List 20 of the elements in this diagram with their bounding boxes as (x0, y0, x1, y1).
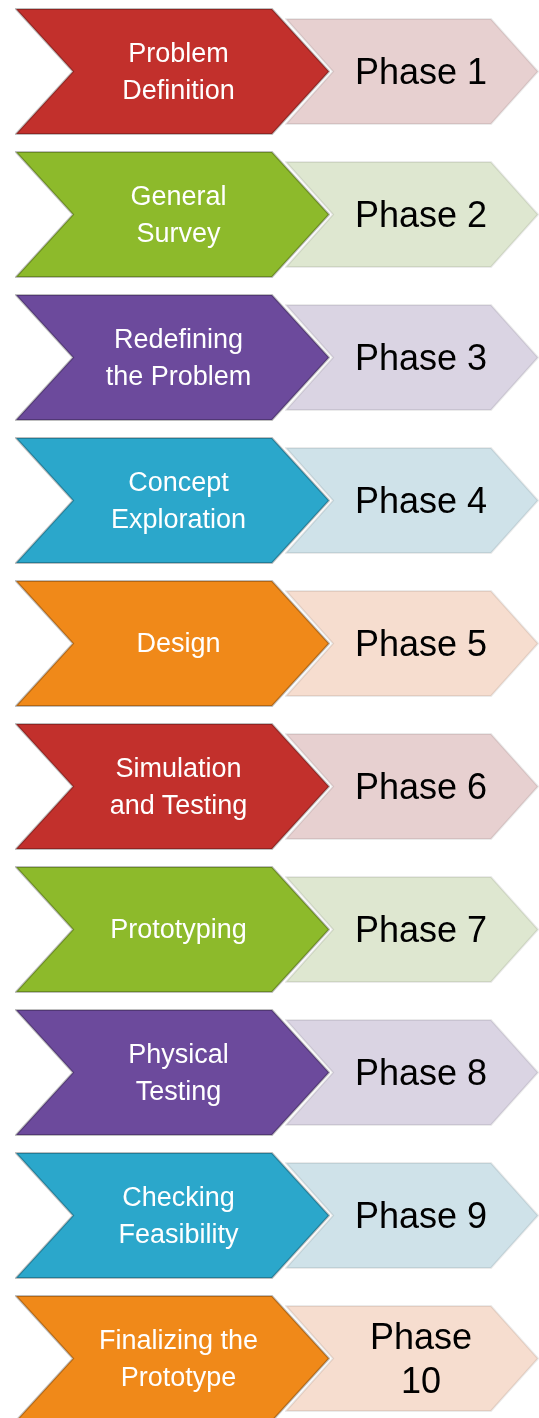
phase-banner: Phase 3 (285, 304, 539, 411)
phase-banner: Phase 7 (285, 876, 539, 983)
phase-banner: Phase 10 (285, 1305, 539, 1412)
phase-banner: Phase 5 (285, 590, 539, 697)
step-banner: Redefining the Problem (15, 294, 330, 421)
phase-banner: Phase 6 (285, 733, 539, 840)
step-banner: General Survey (15, 151, 330, 278)
phase-banner: Phase 4 (285, 447, 539, 554)
phase-banner: Phase 2 (285, 161, 539, 268)
phase-banner: Phase 8 (285, 1019, 539, 1126)
step-banner: Finalizing the Prototype (15, 1295, 330, 1418)
step-banner: Physical Testing (15, 1009, 330, 1136)
step-banner: Problem Definition (15, 8, 330, 135)
step-banner: Concept Exploration (15, 437, 330, 564)
step-banner: Prototyping (15, 866, 330, 993)
step-banner: Checking Feasibility (15, 1152, 330, 1279)
step-banner: Simulation and Testing (15, 723, 330, 850)
phase-banner: Phase 1 (285, 18, 539, 125)
step-banner: Design (15, 580, 330, 707)
phase-banner: Phase 9 (285, 1162, 539, 1269)
